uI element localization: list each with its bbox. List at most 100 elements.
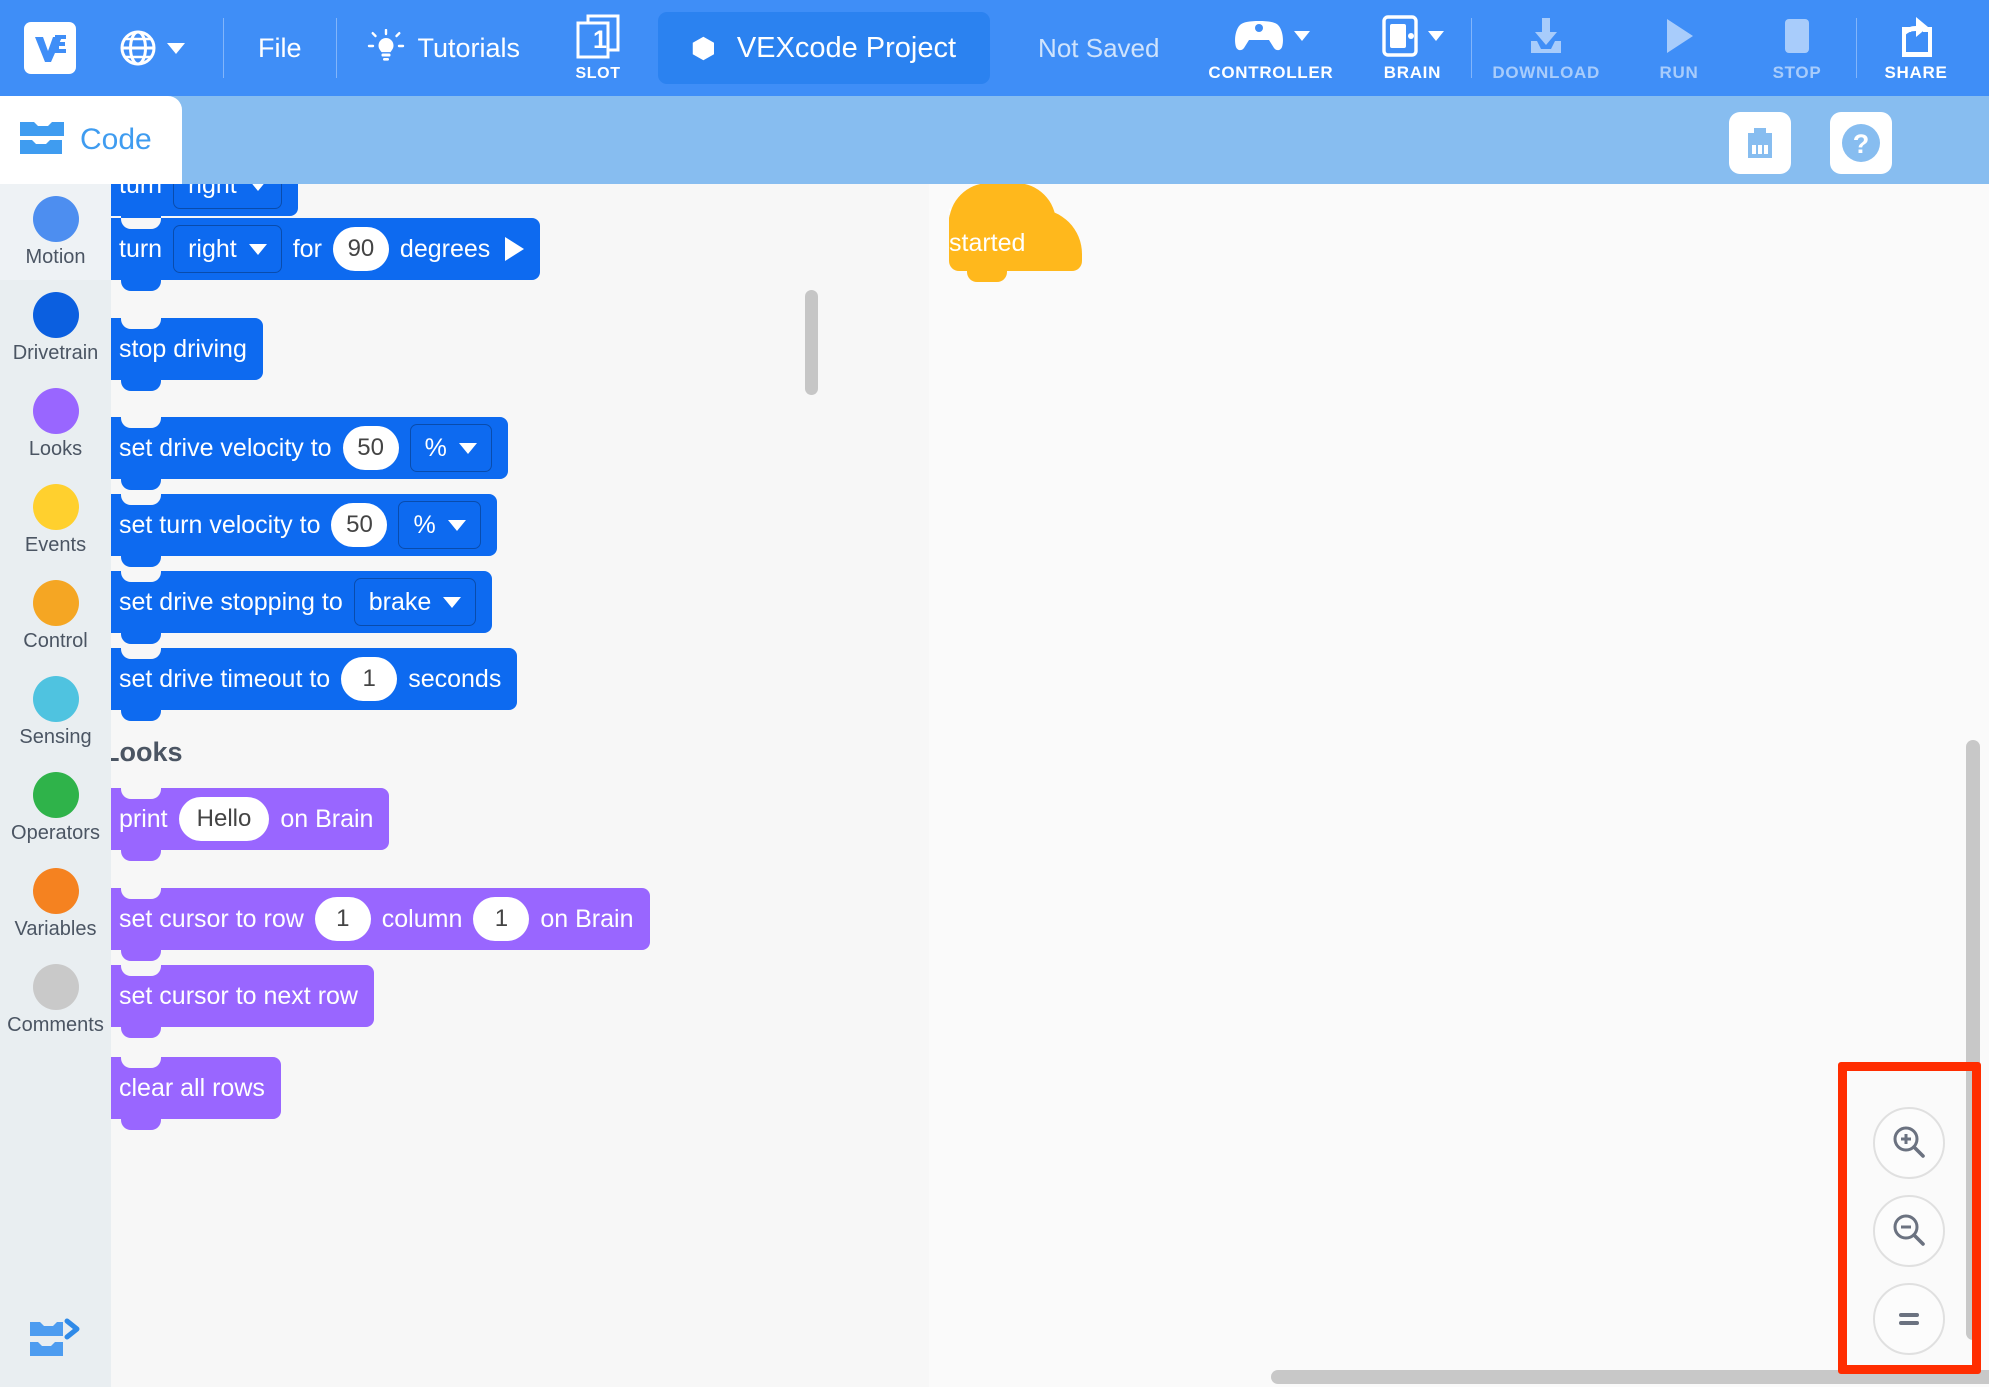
svg-text:?: ?: [1853, 129, 1870, 159]
divider: [223, 18, 224, 78]
sidebar-item-drivetrain[interactable]: Drivetrain: [0, 280, 111, 376]
sidebar-item-operators[interactable]: Operators: [0, 760, 111, 856]
sidebar-item-label: Operators: [11, 821, 100, 844]
help-button[interactable]: ?: [1830, 112, 1892, 174]
block-label: on Brain: [280, 804, 374, 833]
slot-selector-button[interactable]: 1 SLOT: [572, 14, 624, 83]
block-dropdown[interactable]: brake: [353, 578, 477, 626]
block-dropdown[interactable]: %: [398, 501, 481, 549]
block-number-input[interactable]: 1: [341, 657, 398, 701]
block-label: stop driving: [119, 334, 247, 363]
block-dropdown[interactable]: right: [173, 184, 282, 209]
block-label: set cursor to row: [119, 904, 304, 933]
workspace-horizontal-scrollbar[interactable]: [1271, 1370, 1989, 1384]
sidebar-item-events[interactable]: Events: [0, 472, 111, 568]
share-button[interactable]: SHARE: [1857, 14, 1975, 83]
sidebar-item-label: Sensing: [19, 725, 92, 748]
zoom-in-button[interactable]: [1873, 1107, 1945, 1179]
zoom-out-button[interactable]: [1873, 1195, 1945, 1267]
tutorials-button[interactable]: Tutorials: [337, 29, 551, 67]
project-name-button[interactable]: VEXcode Project: [658, 12, 991, 84]
stop-icon: [1785, 18, 1809, 53]
dropdown-value: right: [188, 184, 237, 199]
category-color-dot: [32, 195, 79, 242]
block-number-input[interactable]: 1: [473, 897, 530, 941]
palette-scrollbar[interactable]: [805, 290, 818, 395]
dropdown-value: %: [413, 510, 436, 539]
file-menu-button[interactable]: File: [258, 32, 302, 63]
block-number-input[interactable]: 50: [342, 426, 399, 470]
block-play-icon[interactable]: [505, 237, 525, 261]
category-color-dot: [32, 963, 79, 1010]
block-switch-button[interactable]: [0, 1295, 111, 1387]
sidebar-item-label: Events: [24, 533, 87, 556]
tab-bar: Code ?: [0, 96, 1989, 184]
controller-button[interactable]: CONTROLLER: [1188, 14, 1353, 83]
block-label: set drive timeout to: [119, 664, 331, 693]
code-workspace[interactable]: when started: [929, 184, 1989, 1387]
download-button[interactable]: DOWNLOAD: [1472, 14, 1620, 83]
zoom-out-icon: [1893, 1214, 1925, 1246]
tab-code[interactable]: Code: [0, 96, 182, 184]
sidebar-item-label: Comments: [7, 1013, 104, 1036]
chevron-down-icon: [458, 442, 477, 454]
devices-button[interactable]: [1729, 112, 1791, 174]
zoom-reset-icon: [1899, 1313, 1919, 1325]
block-dropdown[interactable]: %: [409, 424, 492, 472]
block-number-input[interactable]: 1: [314, 897, 371, 941]
block-clear-all-rows[interactable]: clear all rows: [111, 1057, 281, 1130]
block-turn-direction[interactable]: turn right: [111, 184, 298, 227]
block-label: set drive velocity to: [119, 433, 332, 462]
svg-text:1: 1: [593, 26, 607, 54]
brain-label: BRAIN: [1383, 62, 1442, 82]
sidebar-item-control[interactable]: Control: [0, 568, 111, 664]
run-button[interactable]: RUN: [1620, 14, 1738, 83]
category-color-dot: [32, 291, 79, 338]
category-color-dot: [32, 483, 79, 530]
vex-v5-logo-icon[interactable]: [24, 22, 76, 74]
workspace-vertical-scrollbar[interactable]: [1966, 740, 1980, 1340]
block-set-drive-velocity[interactable]: set drive velocity to 50%: [111, 417, 508, 490]
stop-label: STOP: [1772, 62, 1822, 82]
sidebar-item-comments[interactable]: Comments: [0, 952, 111, 1048]
controller-label: CONTROLLER: [1208, 62, 1334, 82]
block-set-drive-stopping[interactable]: set drive stopping to brake: [111, 571, 493, 644]
sidebar-item-motion[interactable]: Motion: [0, 184, 111, 280]
category-color-dot: [32, 867, 79, 914]
sidebar-item-variables[interactable]: Variables: [0, 856, 111, 952]
zoom-reset-button[interactable]: [1873, 1283, 1945, 1355]
sidebar-item-sensing[interactable]: Sensing: [0, 664, 111, 760]
block-label: turn: [119, 234, 163, 263]
project-name: VEXcode Project: [736, 31, 957, 64]
block-label: set drive stopping to: [119, 587, 343, 616]
block-number-input[interactable]: 50: [331, 503, 388, 547]
tutorials-label: Tutorials: [417, 32, 521, 63]
block-text-input[interactable]: Hello: [178, 797, 270, 841]
brain-button[interactable]: BRAIN: [1353, 14, 1471, 83]
slot-label: SLOT: [575, 64, 621, 82]
chevron-down-icon: [443, 596, 462, 608]
stop-button[interactable]: STOP: [1738, 14, 1856, 83]
code-blocks-icon: [20, 122, 64, 154]
block-set-cursor-next-row[interactable]: set cursor to next row: [111, 965, 374, 1038]
block-number-input[interactable]: 90: [332, 227, 389, 271]
block-label: turn: [119, 184, 163, 199]
block-dropdown[interactable]: right: [173, 225, 282, 273]
dropdown-value: right: [188, 234, 237, 263]
sidebar-item-looks[interactable]: Looks: [0, 376, 111, 472]
block-stop-driving[interactable]: stop driving: [111, 318, 263, 391]
block-when-started[interactable]: when started: [949, 184, 1082, 282]
language-button[interactable]: [118, 28, 185, 68]
globe-icon: [120, 30, 156, 66]
chevron-down-icon: [1293, 30, 1310, 41]
chevron-down-icon: [1428, 30, 1445, 41]
hexagon-icon: [692, 36, 715, 60]
block-label: on Brain: [540, 904, 634, 933]
